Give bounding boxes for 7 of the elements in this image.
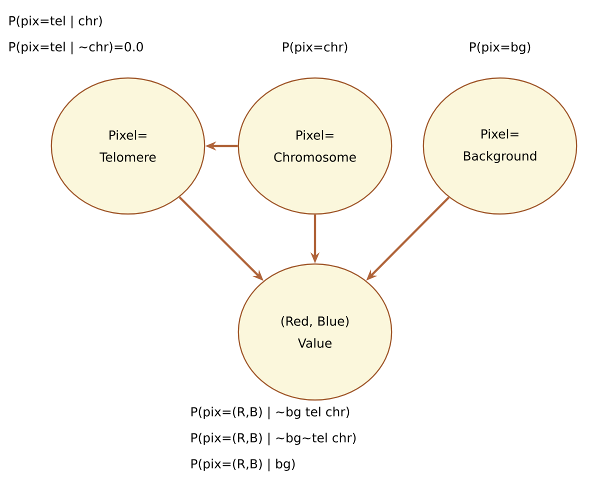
probability-label: P(pix=bg) <box>470 42 530 54</box>
probability-label: P(pix=tel | chr) <box>9 16 102 28</box>
probability-label: P(pix=tel | ~chr)=0.0 <box>9 42 143 54</box>
probability-label: P(pix=(R,B) | ~bg tel chr) <box>191 406 350 420</box>
probability-label: P(pix=chr) <box>282 42 348 54</box>
probability-label: P(pix=(R,B) | ~bg~tel chr) <box>191 432 356 446</box>
probability-label: P(pix=(R,B) | bg) <box>191 458 295 472</box>
